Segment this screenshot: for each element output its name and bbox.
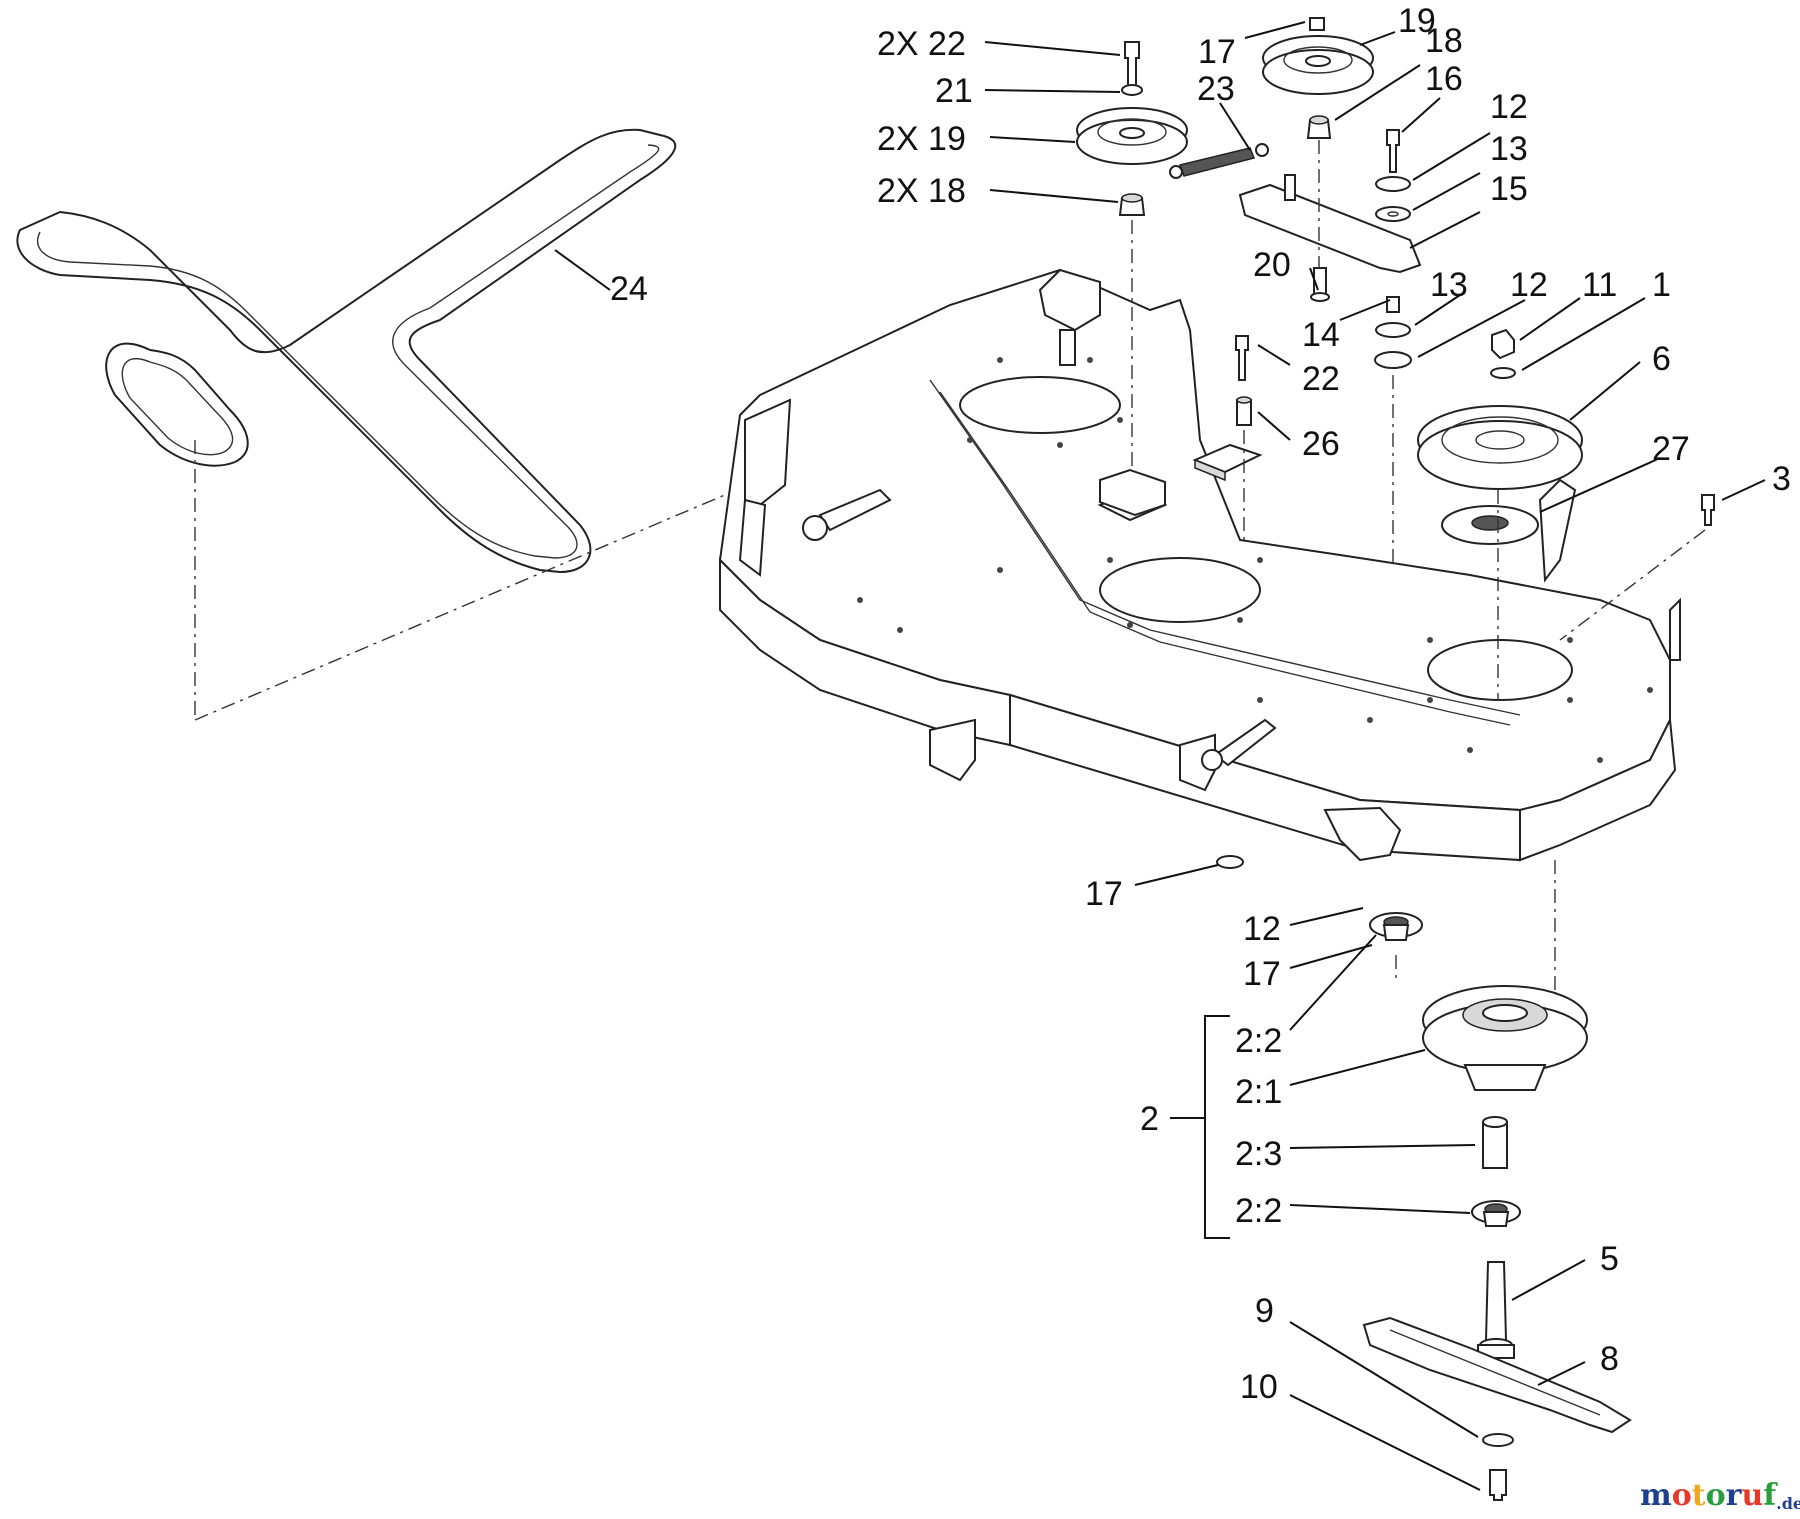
callout-15: 15 [1490,170,1528,208]
callout-2x18: 2X 18 [877,172,966,210]
callout-11: 11 [1582,266,1617,304]
callout-8: 8 [1600,1340,1619,1378]
callout-5: 5 [1600,1240,1619,1278]
watermark-letter: o [1672,1478,1692,1513]
leader-lines [554,21,1766,1491]
callout-9: 9 [1255,1292,1274,1330]
callout-2-2-b: 2:2 [1235,1192,1282,1230]
spindle-pulley-group [1235,328,1715,700]
spindle-assembly [1216,855,1632,1501]
mower-deck [718,268,1681,862]
callout-27: 27 [1652,430,1690,468]
callout-20: 20 [1253,246,1291,284]
callout-1: 1 [1652,266,1671,304]
callout-6: 6 [1652,340,1671,378]
watermark-letter: u [1741,1478,1763,1513]
callout-12-a: 12 [1490,88,1528,126]
callout-2: 2 [1140,1100,1159,1138]
callout-16: 16 [1425,60,1463,98]
idler-pulley-stack-left [1076,41,1188,517]
callout-13-b: 13 [1430,266,1468,304]
watermark-letter: m [1640,1478,1672,1513]
watermark-suffix: .de [1776,1494,1800,1513]
callout-17-low: 17 [1243,955,1281,993]
watermark-logo: motoruf.de [1640,1478,1800,1513]
callout-17-top: 17 [1198,33,1236,71]
callout-24: 24 [610,270,648,308]
callout-23: 23 [1197,70,1235,108]
watermark-letter: f [1763,1478,1778,1513]
callout-labels: 2X 22 21 2X 19 2X 18 17 19 18 23 16 12 1… [610,2,1791,1406]
callout-2x22: 2X 22 [877,25,966,63]
callout-13-a: 13 [1490,130,1528,168]
callout-26: 26 [1302,425,1340,463]
callout-18: 18 [1425,22,1463,60]
callout-2-2-a: 2:2 [1235,1022,1282,1060]
callout-2x19: 2X 19 [877,120,966,158]
callout-14: 14 [1302,316,1340,354]
drive-belt [16,128,677,574]
callout-19: 19 [1398,2,1436,40]
callout-2-3: 2:3 [1235,1135,1282,1173]
watermark-letter: t [1692,1478,1706,1513]
callout-17-mid: 17 [1085,875,1123,913]
callout-21: 21 [935,72,973,110]
callout-12-b: 12 [1510,266,1548,304]
callout-3: 3 [1772,460,1791,498]
callout-22: 22 [1302,360,1340,398]
callout-2-1: 2:1 [1235,1073,1282,1111]
svg-text:motoruf.de: motoruf.de [1640,1478,1800,1513]
watermark-letter: o [1706,1478,1726,1513]
idler-pulley-stack-right [1169,17,1422,565]
watermark-letter: r [1726,1478,1743,1513]
callout-10: 10 [1240,1368,1278,1406]
callout-12-c: 12 [1243,910,1281,948]
